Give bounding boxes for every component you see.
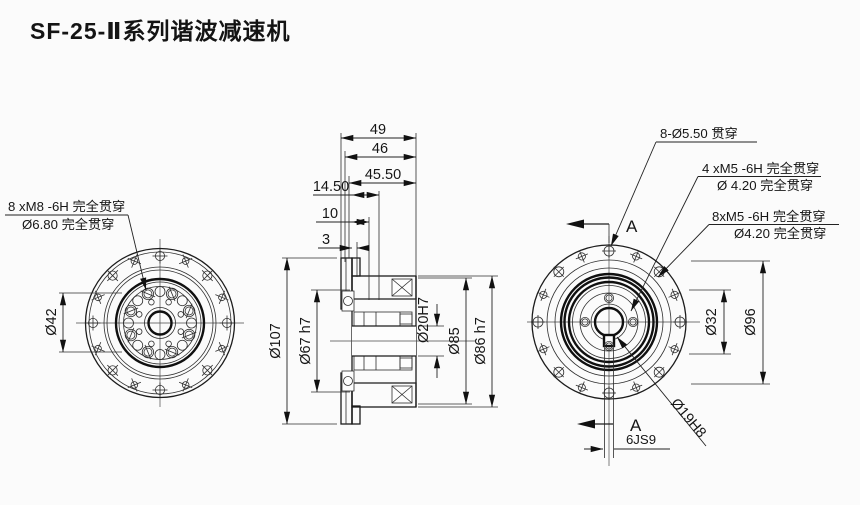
dim-body-od-86: Ø86 h7 [418, 275, 498, 408]
left-annotation-line1: 8 xM8 -6H 完全贯穿 [8, 198, 125, 214]
left-view-centerlines [76, 239, 244, 407]
dim-bore-20: Ø20H7 [416, 297, 444, 378]
section-label-top: A [626, 217, 638, 236]
section-hub [330, 311, 476, 371]
dim-32-label: Ø32 [704, 308, 720, 335]
dim-spigot: Ø67 h7 [298, 289, 350, 393]
dim-14-50-label: 14.50 [313, 179, 349, 195]
right-view-keyway [602, 333, 616, 458]
leader-tap8-holes: 8xM5 -6H 完全贯穿 Ø4.20 完全贯穿 [657, 208, 839, 278]
right-view: A A 8-Ø5.50 贯穿 4 xM5 -6H 完全贯穿 Ø 4.20 完全贯… [527, 126, 839, 466]
leader-tap4-holes: 4 xM5 -6H 完全贯穿 Ø 4.20 完全贯穿 [630, 160, 821, 312]
dim-85-label: Ø85 [447, 327, 463, 354]
dim-42-label: Ø42 [44, 308, 60, 335]
dim-left-bolt-circle: Ø42 [44, 292, 122, 353]
dim-45-50-label: 45.50 [365, 167, 401, 183]
dim-96-label: Ø96 [743, 308, 759, 335]
section-cut-top: A [566, 217, 638, 243]
right-annotation-tap8-line1: 8xM5 -6H 完全贯穿 [712, 208, 826, 224]
dim-3: 3 [318, 232, 370, 252]
dim-outer-bolt-circle: Ø96 [691, 260, 770, 385]
dim-flange-od: Ø107 [268, 257, 337, 425]
dim-46: 46 [344, 141, 417, 161]
leader-through-holes: 8-Ø5.50 贯穿 [610, 126, 757, 247]
right-annotation-through: 8-Ø5.50 贯穿 [660, 126, 738, 141]
section-view: 49 46 45.50 14.50 10 [268, 122, 498, 425]
dim-body-85: Ø85 [418, 277, 472, 405]
dim-3-label: 3 [322, 232, 330, 248]
left-view: Ø42 8 xM8 -6H 完全贯穿 Ø6.80 完全贯穿 [5, 198, 244, 407]
right-annotation-tap8-line2: Ø4.20 完全贯穿 [734, 225, 826, 241]
drawing-title: SF-25-Ⅱ系列谐波减速机 [30, 18, 291, 44]
leader-m8-holes: 8 xM8 -6H 完全贯穿 Ø6.80 完全贯穿 [5, 198, 147, 291]
dim-107-label: Ø107 [268, 323, 284, 358]
dim-inner-bolt-circle: Ø32 [689, 289, 731, 355]
dim-67-label: Ø67 h7 [298, 317, 314, 365]
section-label-bottom: A [630, 416, 642, 435]
dim-86-label: Ø86 h7 [473, 317, 489, 365]
dim-49-label: 49 [370, 122, 386, 138]
left-annotation-line2: Ø6.80 完全贯穿 [22, 216, 114, 232]
dim-46-label: 46 [372, 141, 388, 157]
section-bearings [341, 278, 413, 404]
section-cut-bottom: A [577, 416, 642, 435]
dim-49: 49 [340, 122, 417, 142]
dim-14-50: 14.50 [313, 179, 380, 199]
dim-keyway: 6JS9 [584, 432, 670, 453]
dim-10: 10 [316, 206, 370, 226]
right-annotation-tap4-line1: 4 xM5 -6H 完全贯穿 [702, 160, 819, 176]
dim-19h8-label: Ø19H8 [667, 396, 709, 441]
dim-10-label: 10 [322, 206, 338, 222]
dim-6js9-label: 6JS9 [626, 432, 656, 447]
dim-20-label: Ø20H7 [416, 297, 432, 343]
dim-45-50: 45.50 [348, 167, 417, 187]
right-annotation-tap4-line2: Ø 4.20 完全贯穿 [717, 177, 813, 193]
